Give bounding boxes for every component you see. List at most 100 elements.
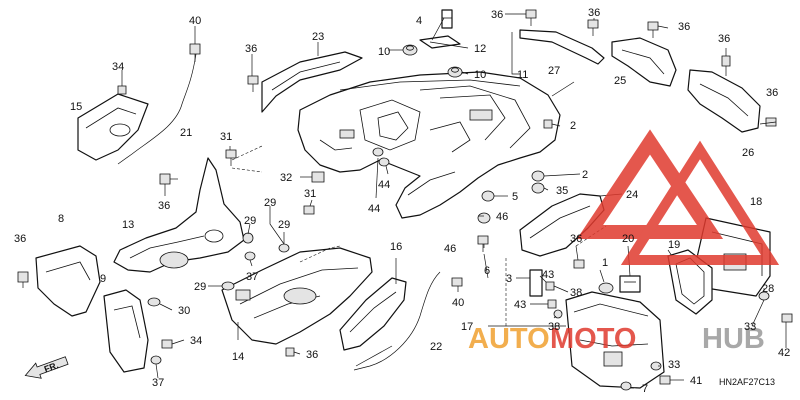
callout-c17: 17 — [461, 321, 473, 333]
part-14-lower-fender — [221, 247, 373, 345]
nut-icon — [372, 147, 384, 157]
bolt-icon — [587, 19, 599, 36]
callout-c8: 8 — [58, 213, 64, 225]
part-27-rail — [519, 29, 605, 65]
callout-c29c: 29 — [278, 219, 290, 231]
part-25-bracket — [611, 37, 677, 87]
callout-c18: 18 — [750, 196, 762, 208]
bolt-icon — [161, 339, 173, 349]
front-arrow-icon — [24, 356, 69, 379]
front-direction-indicator: FR. — [24, 356, 69, 379]
bolt-icon — [573, 259, 585, 269]
nut-icon — [481, 190, 495, 202]
callout-c29b: 29 — [264, 197, 276, 209]
part-12-bracket — [419, 35, 461, 49]
callout-c36j: 36 — [306, 349, 318, 361]
callout-c6: 6 — [484, 265, 490, 277]
callout-c33b: 33 — [668, 359, 680, 371]
nut-icon — [378, 157, 390, 167]
callout-c37a: 37 — [246, 271, 258, 283]
bolt-icon — [303, 205, 315, 215]
nut-icon — [477, 212, 491, 224]
callout-c43b: 43 — [514, 299, 526, 311]
nut-icon — [278, 243, 290, 253]
callout-c44a: 44 — [378, 179, 390, 191]
callout-c15: 15 — [70, 101, 82, 113]
callout-c23: 23 — [312, 31, 324, 43]
nut-icon — [311, 171, 325, 183]
callout-c40a: 40 — [189, 15, 201, 27]
callout-c36b: 36 — [491, 9, 503, 21]
callout-c36f: 36 — [766, 87, 778, 99]
callout-c4: 4 — [416, 15, 422, 27]
part-22-cable — [353, 271, 441, 371]
bolt-icon — [159, 173, 178, 185]
callout-c1: 1 — [602, 257, 608, 269]
part-10-grommet-a — [402, 44, 418, 56]
callout-c36c: 36 — [588, 7, 600, 19]
part-13-inner-fender-left — [113, 157, 245, 273]
part-16-side-guard — [339, 277, 407, 351]
bolt-icon — [721, 55, 731, 76]
bolt-icon — [647, 21, 659, 38]
nut-icon — [244, 251, 256, 261]
callout-c38b: 38 — [548, 321, 560, 333]
part-23-front-upper-cover — [261, 51, 363, 113]
callout-c2b: 2 — [582, 169, 588, 181]
part-11-rear-fender — [297, 71, 561, 219]
callout-c36h: 36 — [570, 233, 582, 245]
callout-c13: 13 — [122, 219, 134, 231]
callout-c42: 42 — [778, 347, 790, 359]
callout-c10b: 10 — [474, 69, 486, 81]
nut-icon — [531, 170, 545, 182]
clip-icon — [543, 119, 553, 129]
part-9-side-panel — [103, 289, 149, 373]
nut-icon — [650, 361, 662, 371]
callout-c5: 5 — [512, 191, 518, 203]
nut-icon — [147, 297, 161, 307]
callout-c27: 27 — [548, 65, 560, 77]
callout-c36d: 36 — [678, 21, 690, 33]
callout-c37b: 37 — [152, 377, 164, 389]
bolt-icon — [117, 85, 127, 95]
callout-c19: 19 — [668, 239, 680, 251]
callout-c34a: 34 — [112, 61, 124, 73]
part-17-storage-box — [565, 291, 665, 389]
callout-c46a: 46 — [496, 211, 508, 223]
callout-c29a: 29 — [244, 215, 256, 227]
callout-c9: 9 — [100, 273, 106, 285]
nut-icon — [221, 281, 235, 291]
front-arrow-label: FR. — [43, 360, 60, 374]
part-1-cap — [598, 282, 614, 294]
bolt-icon — [547, 299, 557, 309]
callout-c30: 30 — [178, 305, 190, 317]
callout-c31b: 31 — [304, 188, 316, 200]
callout-c40b: 40 — [452, 297, 464, 309]
bolt-icon — [781, 313, 793, 323]
callout-c7: 7 — [642, 383, 648, 395]
bolt-icon — [225, 149, 237, 166]
bolt-icon — [477, 235, 489, 252]
nut-icon — [620, 381, 632, 391]
callout-c36a: 36 — [245, 43, 257, 55]
watermark-brand-2: MOTO — [550, 323, 636, 355]
part-20-latch — [619, 275, 641, 293]
callout-c22: 22 — [430, 341, 442, 353]
callout-c24: 24 — [626, 189, 638, 201]
callout-c33a: 33 — [744, 321, 756, 333]
callout-c3: 3 — [506, 273, 512, 285]
callout-c34b: 34 — [190, 335, 202, 347]
callout-c46b: 46 — [444, 243, 456, 255]
watermark-brand-3: HUB — [702, 323, 765, 355]
leader-lines — [121, 13, 787, 389]
callout-c2a: 2 — [570, 120, 576, 132]
callout-c36i: 36 — [14, 233, 26, 245]
callout-c12: 12 — [474, 43, 486, 55]
bolt-icon — [247, 75, 259, 92]
watermark-logo: AUTO MOTO HUB — [468, 129, 780, 355]
part-3-hinge — [529, 269, 543, 297]
callout-c14: 14 — [232, 351, 244, 363]
bolt-icon — [525, 9, 537, 26]
part-21-cable — [117, 53, 197, 165]
